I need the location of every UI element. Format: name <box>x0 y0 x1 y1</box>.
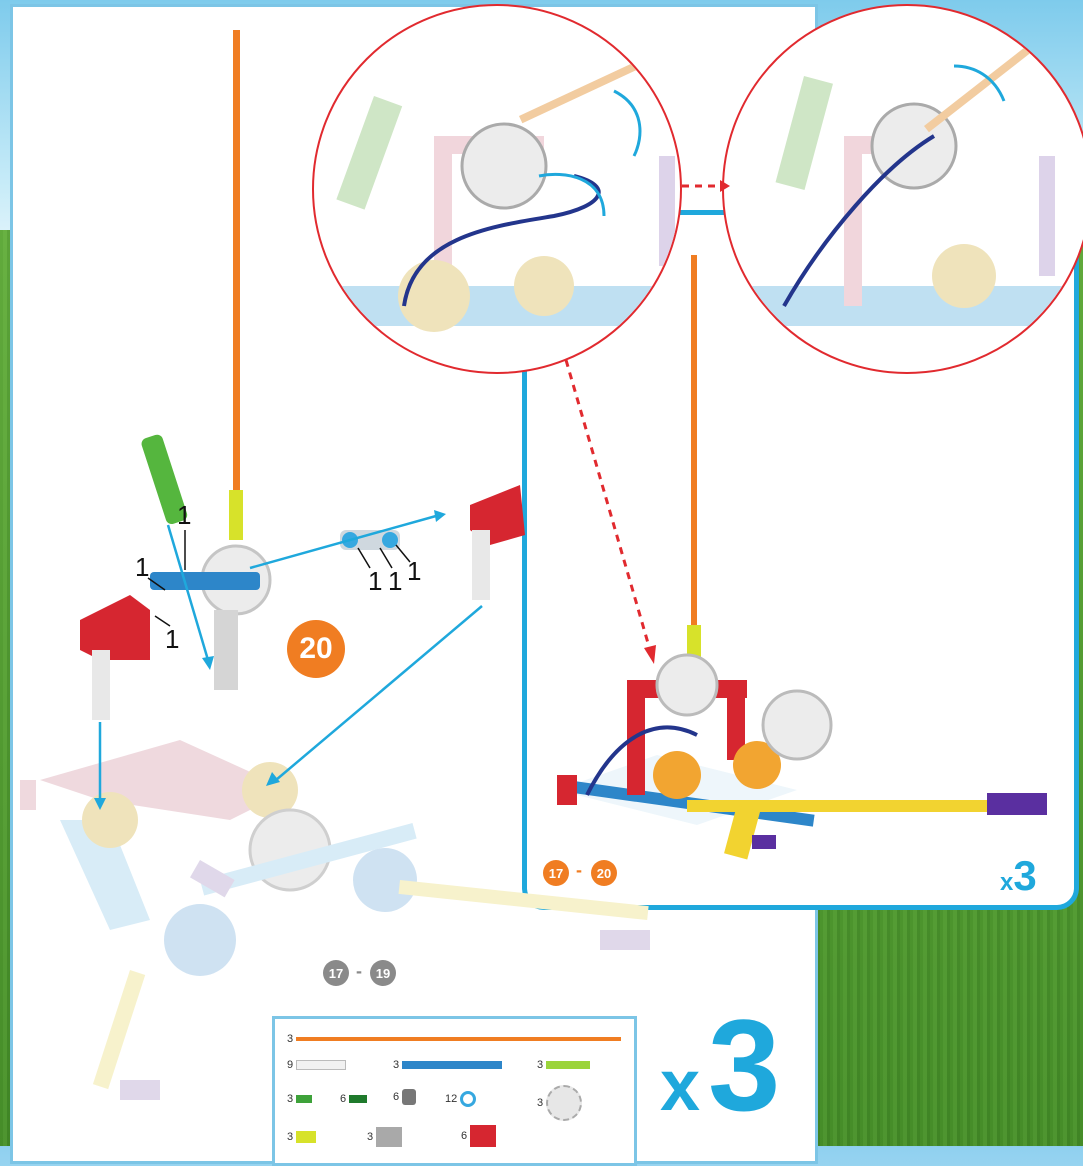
parts-row-4: 3 <box>287 1131 316 1143</box>
callout-qty: 1 <box>368 566 382 597</box>
lime-rod-icon <box>546 1061 590 1069</box>
callout-qty: 1 <box>135 552 149 583</box>
side-step-start-badge: 17 <box>543 860 569 886</box>
part-qty: 3 <box>287 1033 293 1045</box>
part-qty: 3 <box>537 1059 543 1071</box>
side-repeat-count: x 3 <box>1000 852 1037 900</box>
side-step-end-badge: 20 <box>591 860 617 886</box>
callout-qty: 1 <box>407 556 421 587</box>
parts-row-3c: 6 <box>393 1089 416 1105</box>
part-qty: 9 <box>287 1059 293 1071</box>
callout-qty: 1 <box>177 500 191 531</box>
blue-rod-icon <box>402 1061 502 1069</box>
parts-row-2c: 3 <box>537 1059 590 1071</box>
gray-connector-icon <box>376 1127 402 1147</box>
parts-row-2b: 3 <box>393 1059 502 1071</box>
parts-row-1: 3 <box>287 1033 621 1045</box>
parts-list-box: 3 9 3 3 3 6 6 12 3 3 3 6 <box>272 1016 637 1166</box>
parts-row-3: 3 <box>287 1093 312 1105</box>
part-qty: 12 <box>445 1093 457 1105</box>
parts-row-3e: 3 <box>537 1085 582 1121</box>
callout-qty: 1 <box>165 624 179 655</box>
part-qty: 6 <box>340 1093 346 1105</box>
repeat-number: 3 <box>1013 852 1036 900</box>
part-qty: 3 <box>287 1131 293 1143</box>
prior-step-separator: - <box>356 961 362 982</box>
parts-row-4b: 3 <box>367 1127 402 1147</box>
green-connector-icon <box>296 1095 312 1103</box>
prior-step-start-badge: 17 <box>323 960 349 986</box>
parts-row-2: 9 <box>287 1059 346 1071</box>
repeat-x: x <box>1000 869 1013 897</box>
part-qty: 3 <box>393 1059 399 1071</box>
part-qty: 3 <box>367 1131 373 1143</box>
parts-row-3d: 12 <box>445 1091 476 1107</box>
part-qty: 6 <box>393 1091 399 1103</box>
parts-repeat-count: x 3 <box>660 1010 780 1127</box>
blue-ring-icon <box>460 1091 476 1107</box>
repeat-number: 3 <box>708 1010 780 1120</box>
part-qty: 3 <box>287 1093 293 1105</box>
white-gear-icon <box>546 1085 582 1121</box>
parts-row-3b: 6 <box>340 1093 367 1105</box>
callout-qty: 1 <box>388 566 402 597</box>
dark-green-connector-icon <box>349 1095 367 1103</box>
part-qty: 6 <box>461 1130 467 1142</box>
part-qty: 3 <box>537 1097 543 1109</box>
repeat-x: x <box>660 1045 700 1127</box>
yellow-connector-icon <box>296 1131 316 1143</box>
gray-spacer-icon <box>402 1089 416 1105</box>
white-rod-icon <box>296 1060 346 1070</box>
red-connector-icon <box>470 1125 496 1147</box>
side-step-separator: - <box>576 860 582 881</box>
parts-row-4c: 6 <box>461 1125 496 1147</box>
step-number-badge: 20 <box>287 620 345 678</box>
orange-rod-icon <box>296 1037 621 1041</box>
prior-step-end-badge: 19 <box>370 960 396 986</box>
